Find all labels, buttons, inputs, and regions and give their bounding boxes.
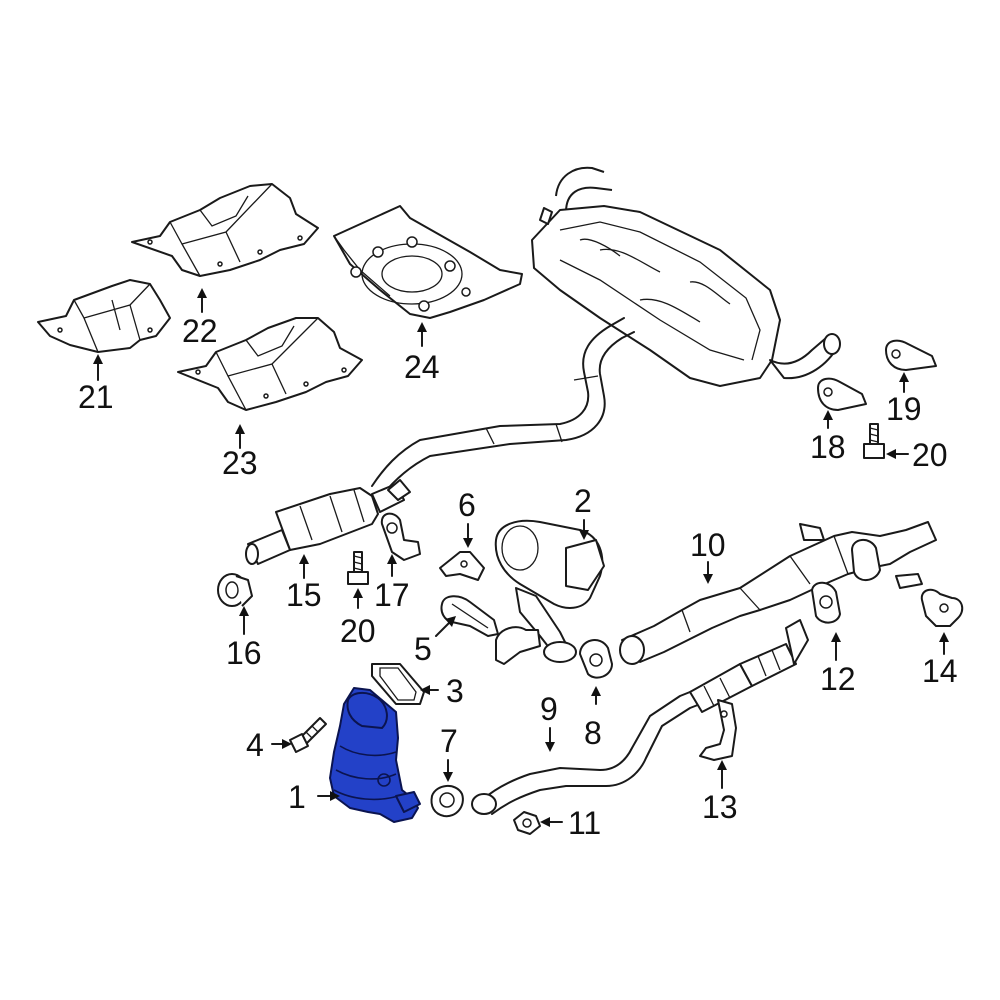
- part-21-heat-shield[interactable]: [37, 279, 171, 353]
- part-22-heat-shield[interactable]: [131, 183, 319, 277]
- callout-7: 7: [440, 723, 458, 759]
- callout-21: 21: [78, 379, 114, 415]
- callout-16: 16: [226, 635, 262, 671]
- part-7-gasket[interactable]: [430, 785, 464, 818]
- part-20-bolt-right[interactable]: [863, 423, 885, 459]
- callout-13: 13: [702, 789, 738, 825]
- part-13-bracket[interactable]: [699, 699, 737, 761]
- part-4-bolt[interactable]: [289, 717, 327, 753]
- callout-6: 6: [458, 487, 476, 523]
- callout-2: 2: [574, 483, 592, 519]
- callout-4: 4: [246, 727, 264, 763]
- part-20-bolt-left[interactable]: [347, 551, 369, 585]
- callout-10: 10: [690, 527, 726, 563]
- callout-18: 18: [810, 429, 846, 465]
- part-14-clamp-bracket[interactable]: [920, 588, 964, 627]
- callout-23: 23: [222, 445, 258, 481]
- part-1-catalytic-converter-highlighted[interactable]: [329, 687, 421, 823]
- part-10-pipe[interactable]: [619, 521, 937, 665]
- callout-22: 22: [182, 313, 218, 349]
- callout-19: 19: [886, 391, 922, 427]
- part-15-resonator[interactable]: [245, 479, 411, 565]
- part-intermediate-pipe[interactable]: [371, 317, 635, 499]
- part-16-clamp[interactable]: [217, 573, 253, 607]
- callout-1: 1: [288, 779, 306, 815]
- callout-24: 24: [404, 349, 440, 385]
- callout-labels: 1 2 3 4 5 6 7 8 9 10 11 12 13 14 15 16 1…: [78, 313, 958, 841]
- part-3-gasket[interactable]: [371, 663, 425, 705]
- callout-5: 5: [414, 631, 432, 667]
- part-23-heat-shield[interactable]: [177, 317, 363, 411]
- part-24-heat-shield-plate[interactable]: [333, 205, 523, 319]
- part-18-hanger[interactable]: [817, 377, 867, 411]
- part-8-gasket[interactable]: [579, 639, 613, 679]
- callout-9: 9: [540, 691, 558, 727]
- callout-3: 3: [446, 673, 464, 709]
- part-12-gasket[interactable]: [811, 581, 841, 624]
- callout-20-right: 20: [912, 437, 948, 473]
- part-rear-muffler[interactable]: [531, 166, 841, 387]
- callout-20-left: 20: [340, 613, 376, 649]
- callout-11: 11: [568, 805, 601, 841]
- callout-12: 12: [820, 661, 856, 697]
- callout-14: 14: [922, 653, 958, 689]
- callout-15: 15: [286, 577, 322, 613]
- callout-17: 17: [374, 577, 410, 613]
- part-9-front-pipe[interactable]: [471, 619, 809, 815]
- leader-lines: [93, 288, 949, 827]
- part-19-hanger[interactable]: [885, 339, 937, 371]
- part-5-heat-shield[interactable]: [440, 595, 499, 637]
- part-11-nut[interactable]: [513, 811, 541, 835]
- part-17-bracket[interactable]: [380, 512, 421, 561]
- part-2-catalytic-converter[interactable]: [494, 519, 605, 665]
- part-6-bracket[interactable]: [439, 551, 485, 581]
- callout-8: 8: [584, 715, 602, 751]
